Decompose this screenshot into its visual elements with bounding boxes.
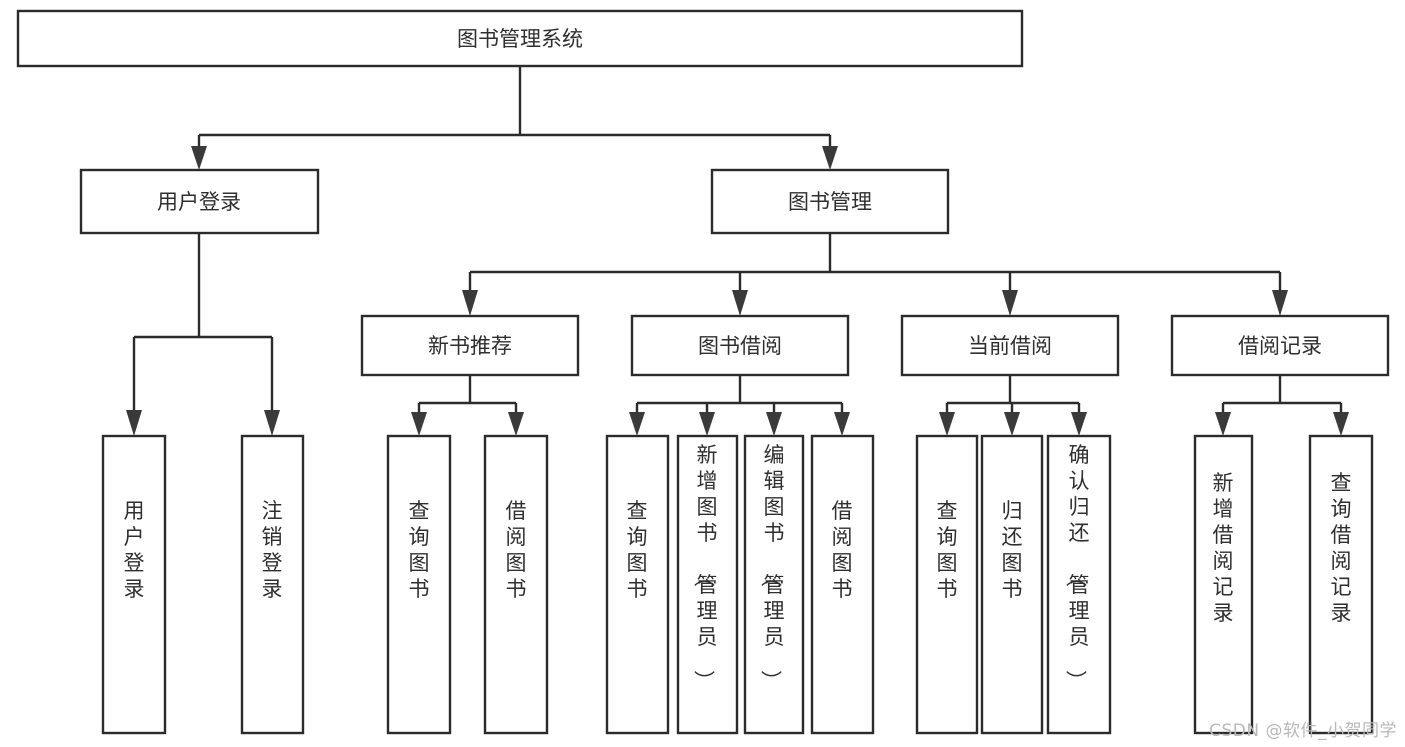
node-leaf-confirm-return-label: 确认归还（管理员） (1064, 443, 1090, 691)
arrow-head-leaf-confirm-return (1071, 412, 1087, 436)
node-new-book-rec-box[interactable] (360, 314, 580, 377)
node-root-box[interactable] (16, 9, 1024, 68)
arrow-head-leaf-query-book-2 (629, 412, 645, 436)
arrow-head-leaf-user-login (126, 410, 142, 436)
node-leaf-query-book-1[interactable]: 查询图书 (386, 434, 452, 735)
node-leaf-borrow-book-2-label: 借阅图书 (832, 499, 853, 601)
node-leaf-add-book[interactable]: 新增图书（管理员） (676, 434, 739, 735)
node-root[interactable]: 图书管理系统 (16, 9, 1024, 68)
connector-layer (126, 66, 1349, 436)
node-book-borrow-box[interactable] (630, 314, 850, 377)
node-book-manage-label: 图书管理 (788, 190, 872, 214)
node-book-manage-box[interactable] (710, 168, 950, 235)
node-leaf-return-book-label: 归还图书 (1002, 499, 1023, 601)
node-leaf-query-book-2-label: 查询图书 (627, 499, 648, 601)
arrow-head-new-book-rec (462, 290, 478, 316)
node-borrow-record-box[interactable] (1170, 314, 1390, 377)
arrow-head-leaf-query-book-1 (411, 412, 427, 436)
node-leaf-query-record[interactable]: 查询借阅记录 (1308, 434, 1374, 735)
csdn-watermark: CSDN @软件_小贺同学 (1209, 721, 1397, 741)
node-current-borrow[interactable]: 当前借阅 (900, 314, 1120, 377)
arrow-head-book-manage (822, 146, 838, 170)
node-leaf-confirm-return-box[interactable] (1046, 434, 1112, 735)
node-book-borrow[interactable]: 图书借阅 (630, 314, 850, 377)
node-leaf-logout-box[interactable] (240, 434, 305, 735)
arrow-head-borrow-record (1272, 290, 1288, 316)
node-leaf-borrow-book-2[interactable]: 借阅图书 (810, 434, 875, 735)
arrow-head-leaf-add-book (699, 412, 715, 436)
node-leaf-borrow-book-2-box[interactable] (810, 434, 875, 735)
arrow-head-leaf-logout (264, 410, 280, 436)
node-leaf-borrow-book-1-box[interactable] (483, 434, 549, 735)
node-leaf-logout[interactable]: 注销登录 (240, 434, 305, 735)
node-current-borrow-box[interactable] (900, 314, 1120, 377)
node-leaf-add-record-box[interactable] (1193, 434, 1254, 735)
node-new-book-rec-label: 新书推荐 (428, 334, 512, 358)
node-root-label: 图书管理系统 (457, 27, 583, 51)
node-leaf-confirm-return[interactable]: 确认归还（管理员） (1046, 434, 1112, 735)
arrow-head-leaf-query-book-3 (939, 412, 955, 436)
node-leaf-edit-book-box[interactable] (743, 434, 805, 735)
node-user-login-label: 用户登录 (157, 190, 241, 214)
node-leaf-query-book-3[interactable]: 查询图书 (915, 434, 979, 735)
node-user-login[interactable]: 用户登录 (79, 168, 320, 235)
arrow-head-leaf-return-book (1004, 412, 1020, 436)
node-borrow-record-label: 借阅记录 (1238, 334, 1322, 358)
node-leaf-query-book-1-label: 查询图书 (409, 499, 430, 601)
node-leaf-edit-book[interactable]: 编辑图书（管理员） (743, 434, 805, 735)
arrow-head-user-login (191, 146, 207, 170)
arrow-head-current-borrow (1002, 290, 1018, 316)
arrow-head-leaf-add-record (1215, 412, 1231, 436)
node-leaf-user-login-box[interactable] (101, 434, 167, 735)
node-user-login-box[interactable] (79, 168, 320, 235)
node-leaf-logout-label: 注销登录 (262, 499, 283, 601)
node-leaf-edit-book-label: 编辑图书（管理员） (759, 443, 785, 691)
node-current-borrow-label: 当前借阅 (968, 334, 1052, 358)
arrow-head-book-borrow (732, 290, 748, 316)
node-leaf-add-record-label: 新增借阅记录 (1213, 471, 1234, 625)
node-borrow-record[interactable]: 借阅记录 (1170, 314, 1390, 377)
node-leaf-return-book-box[interactable] (980, 434, 1044, 735)
node-leaf-query-book-3-label: 查询图书 (937, 499, 958, 601)
node-leaf-query-book-2-box[interactable] (605, 434, 670, 735)
node-leaf-query-record-box[interactable] (1308, 434, 1374, 735)
arrow-head-leaf-edit-book (766, 412, 782, 436)
node-leaf-user-login-label: 用户登录 (124, 499, 145, 601)
arrow-head-leaf-borrow-book-1 (508, 412, 524, 436)
arrow-head-leaf-borrow-book-2 (834, 412, 850, 436)
node-leaf-query-book-2[interactable]: 查询图书 (605, 434, 670, 735)
node-book-borrow-label: 图书借阅 (698, 334, 782, 358)
node-book-manage[interactable]: 图书管理 (710, 168, 950, 235)
node-leaf-add-book-label: 新增图书（管理员） (692, 443, 718, 691)
node-leaf-add-book-box[interactable] (676, 434, 739, 735)
node-leaf-add-record[interactable]: 新增借阅记录 (1193, 434, 1254, 735)
node-leaf-query-record-label: 查询借阅记录 (1331, 471, 1352, 625)
node-leaf-query-book-1-box[interactable] (386, 434, 452, 735)
node-leaf-return-book[interactable]: 归还图书 (980, 434, 1044, 735)
node-leaf-borrow-book-1[interactable]: 借阅图书 (483, 434, 549, 735)
node-leaf-user-login[interactable]: 用户登录 (101, 434, 167, 735)
arrow-head-leaf-query-record (1333, 412, 1349, 436)
node-leaf-borrow-book-1-label: 借阅图书 (506, 499, 527, 601)
node-new-book-rec[interactable]: 新书推荐 (360, 314, 580, 377)
node-leaf-query-book-3-box[interactable] (915, 434, 979, 735)
